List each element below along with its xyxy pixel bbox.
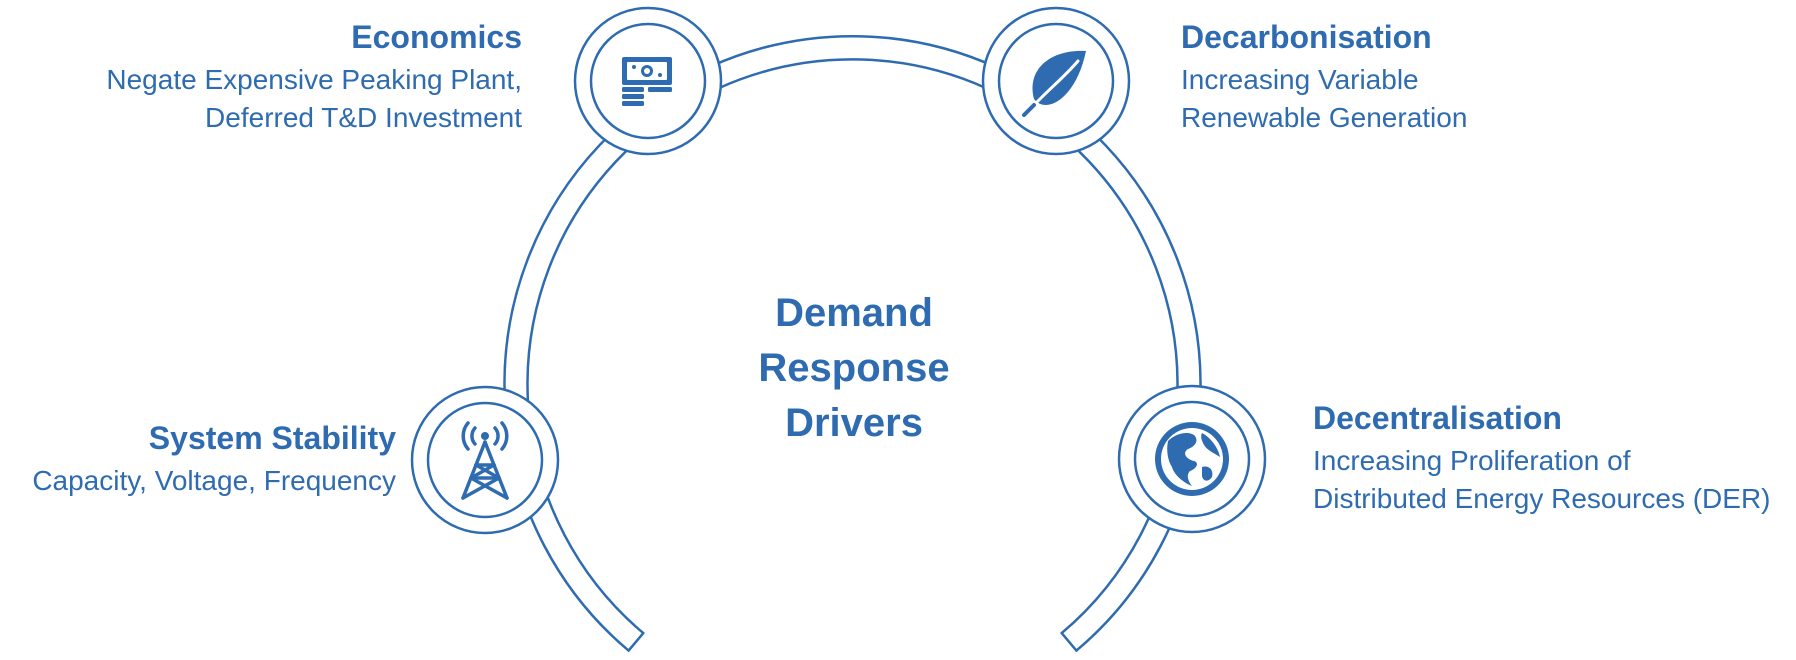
decentralisation-node (1117, 384, 1267, 534)
economics-description-line-2: Deferred T&D Investment (205, 102, 522, 134)
system-stability-node-inner-ring (426, 401, 544, 519)
ring-end-left (627, 631, 645, 652)
decarbonisation-title: Decarbonisation (1181, 19, 1432, 55)
money-stack-icon (622, 57, 672, 106)
system-stability-label: System Stability Capacity, Voltage, Freq… (0, 419, 396, 500)
decarbonisation-description-line-2: Renewable Generation (1181, 102, 1468, 134)
decentralisation-description-line-1: Increasing Proliferation of (1313, 445, 1631, 477)
decentralisation-label: Decentralisation Increasing Proliferatio… (1313, 399, 1793, 518)
transmission-tower-icon (461, 421, 509, 500)
center-title-line-1: Demand (775, 291, 933, 335)
center-title-line-3: Drivers (785, 401, 923, 445)
center-title-line-2: Response (758, 346, 950, 390)
system-stability-title: System Stability (148, 420, 396, 456)
leaf-icon (1022, 50, 1086, 117)
decentralisation-title: Decentralisation (1313, 400, 1562, 436)
economics-description-line-1: Negate Expensive Peaking Plant, (106, 64, 522, 96)
system-stability-description-line-1: Capacity, Voltage, Frequency (32, 465, 396, 497)
decentralisation-description-line-2: Distributed Energy Resources (DER) (1313, 483, 1771, 515)
system-stability-node (410, 385, 560, 535)
ring-end-right (1060, 631, 1078, 652)
decarbonisation-label: Decarbonisation Increasing Variable Rene… (1181, 18, 1701, 137)
globe-icon (1155, 422, 1229, 496)
decarbonisation-node (981, 6, 1131, 156)
decarbonisation-description-line-1: Increasing Variable (1181, 64, 1419, 96)
economics-label: Economics Negate Expensive Peaking Plant… (0, 18, 522, 137)
economics-node (573, 6, 723, 156)
economics-title: Economics (351, 19, 522, 55)
center-title: Demand Response Drivers (714, 286, 994, 451)
